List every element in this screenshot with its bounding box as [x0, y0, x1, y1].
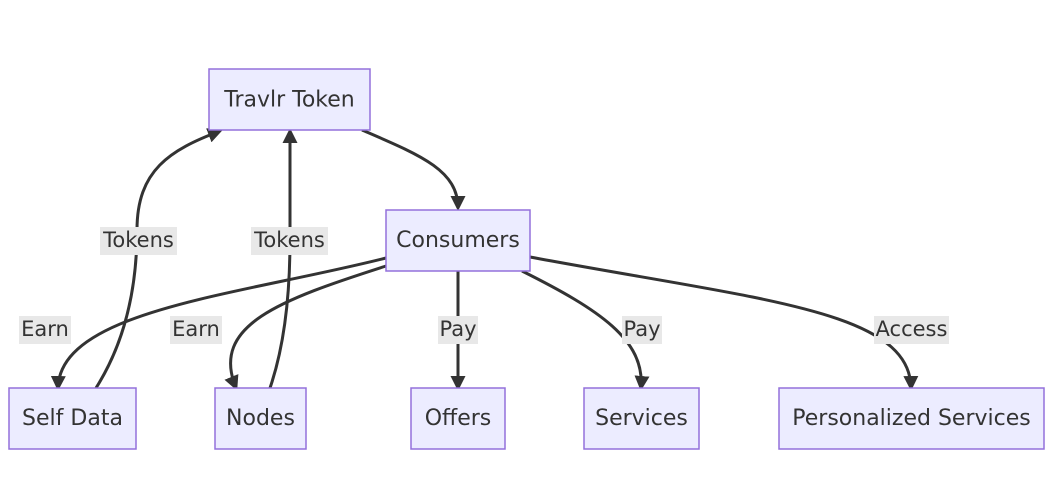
- svg-text:Earn: Earn: [172, 317, 220, 341]
- node-offers: Offers: [410, 387, 506, 450]
- svg-text:Access: Access: [876, 317, 948, 341]
- node-services: Services: [583, 387, 700, 450]
- svg-text:Pay: Pay: [623, 317, 660, 341]
- edge-consumers-to-self-data: [50, 256, 387, 391]
- svg-text:Earn: Earn: [21, 317, 69, 341]
- edge-label-pay-offers: Pay: [438, 316, 478, 344]
- svg-text:Travlr Token: Travlr Token: [223, 88, 355, 113]
- edge-label-access: Access: [874, 316, 949, 344]
- node-self-data: Self Data: [8, 387, 137, 450]
- edge-label-tokens-self-data: Tokens: [100, 227, 177, 255]
- svg-text:Tokens: Tokens: [102, 228, 174, 252]
- svg-text:Pay: Pay: [439, 317, 476, 341]
- edge-label-pay-services: Pay: [622, 316, 662, 344]
- node-personalized-services: Personalized Services: [778, 387, 1045, 450]
- edge-label-tokens-nodes: Tokens: [251, 227, 328, 255]
- edge-label-earn-self-data: Earn: [19, 316, 71, 344]
- edge-consumers-to-nodes: [224, 264, 387, 391]
- svg-text:Offers: Offers: [425, 406, 492, 431]
- edge-travlr-token-to-consumers: [361, 128, 466, 211]
- svg-text:Consumers: Consumers: [396, 228, 520, 253]
- node-travlr-token: Travlr Token: [208, 68, 371, 131]
- edge-consumers-to-services: [521, 269, 650, 391]
- edge-label-earn-nodes: Earn: [170, 316, 222, 344]
- svg-text:Services: Services: [595, 406, 688, 431]
- svg-text:Personalized Services: Personalized Services: [792, 406, 1030, 431]
- svg-text:Nodes: Nodes: [226, 406, 295, 431]
- node-consumers: Consumers: [385, 209, 531, 272]
- node-nodes: Nodes: [214, 387, 307, 450]
- svg-text:Tokens: Tokens: [253, 228, 325, 252]
- svg-text:Self Data: Self Data: [22, 406, 123, 431]
- edge-nodes-to-travlr-token: [268, 128, 298, 389]
- edge-self-data-to-travlr-token: [94, 128, 223, 389]
- edge-consumers-to-personalized-services: [529, 255, 919, 391]
